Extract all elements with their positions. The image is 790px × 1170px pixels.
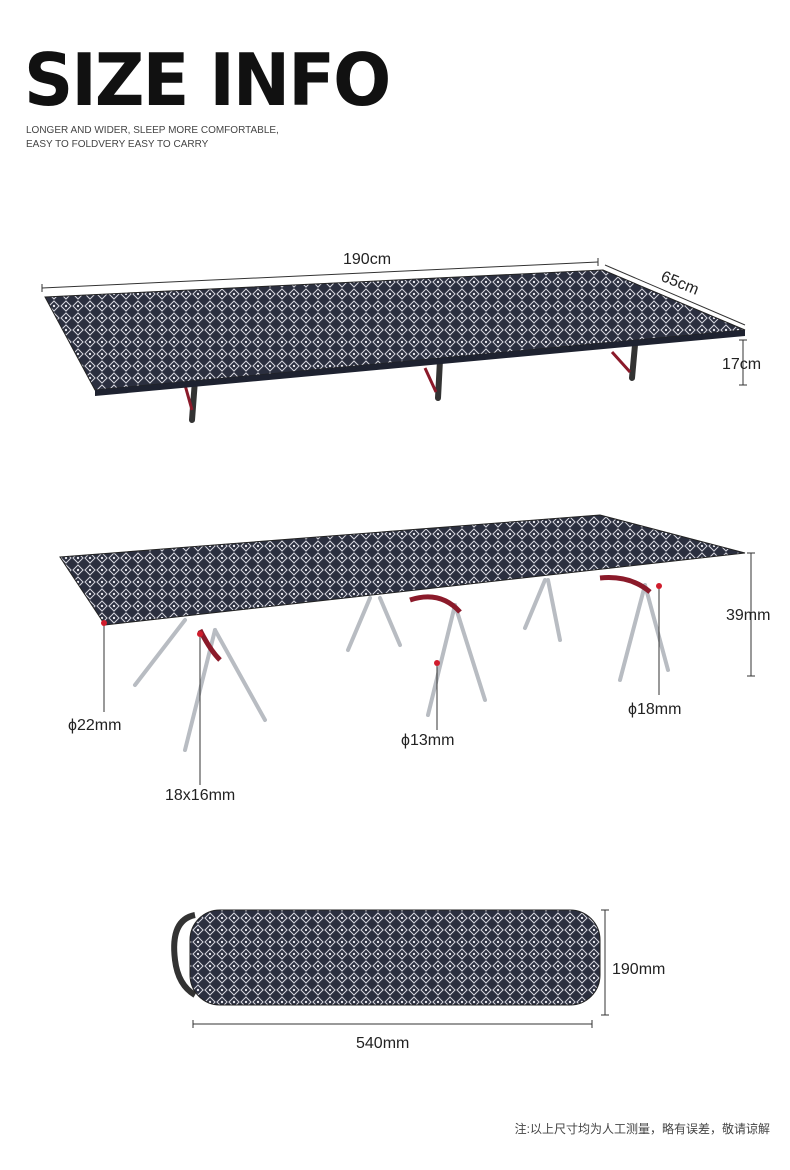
- carry-bag-image: [171, 909, 601, 1006]
- bar-tube-label: 18x16mm: [165, 787, 236, 804]
- high-height-label: 39mm: [726, 607, 771, 624]
- bag-length-label: 540mm: [356, 1035, 410, 1052]
- footer-note: 注:以上尺寸均为人工测量，略有误差，敬请谅解: [514, 1122, 770, 1136]
- bag-height-label: 190mm: [612, 961, 666, 978]
- height-label: 17cm: [722, 356, 762, 373]
- high-cot-image: [59, 514, 746, 752]
- main-tube-label: ϕ22mm: [68, 717, 122, 734]
- subtitle-line: EASY TO FOLDVERY EASY TO CARRY: [26, 139, 209, 150]
- subtitle: LONGER AND WIDER, SLEEP MORE COMFORTABLE…: [26, 124, 279, 152]
- length-label: 190cm: [343, 251, 392, 268]
- subtitle-line: LONGER AND WIDER, SLEEP MORE COMFORTABLE…: [26, 125, 279, 136]
- dimension-lines: [41, 258, 747, 386]
- leg-tube-label: ϕ13mm: [401, 732, 455, 749]
- support-tube-label: ϕ18mm: [628, 701, 682, 718]
- page-title: SIZE INFO: [24, 38, 391, 122]
- low-cot-image: [44, 269, 746, 423]
